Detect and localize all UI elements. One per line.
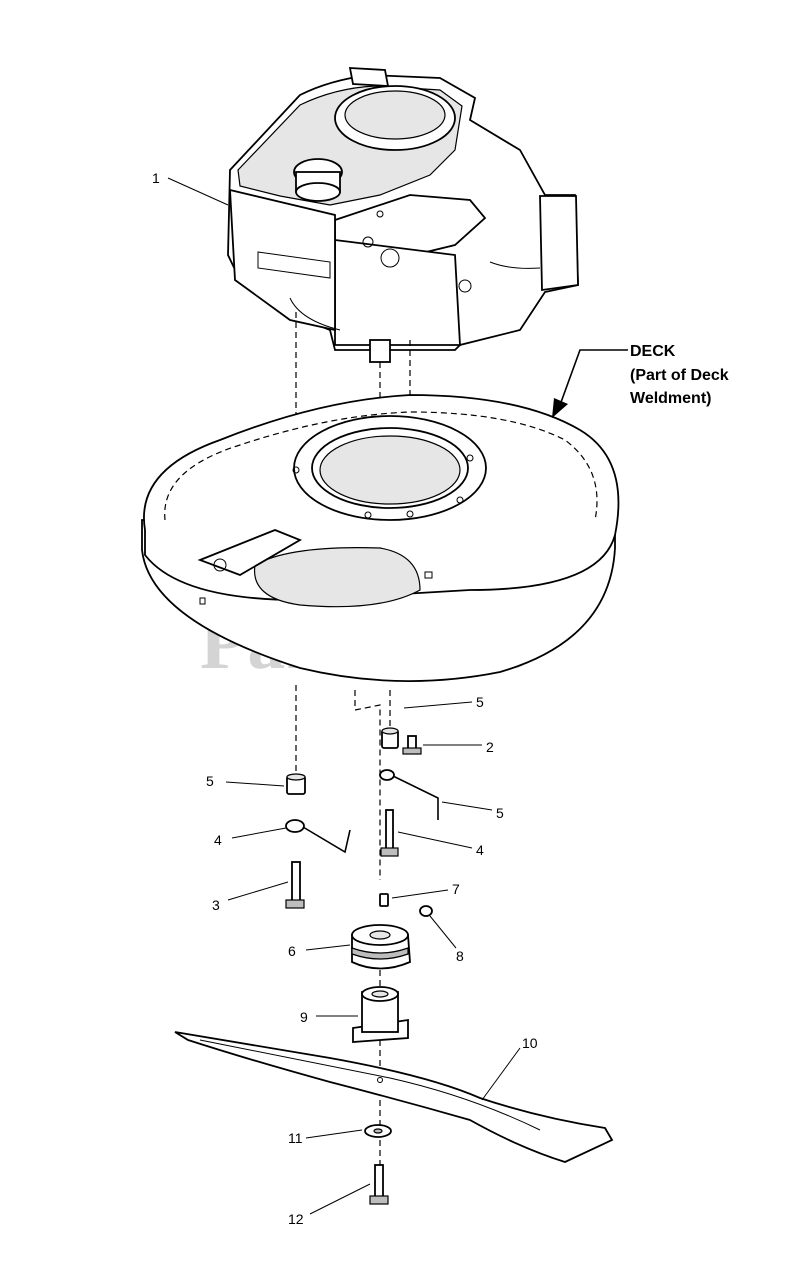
setscrew[interactable]: [419, 905, 433, 917]
deck-drawing[interactable]: [141, 394, 620, 682]
callout-4-left[interactable]: 4: [214, 832, 222, 848]
callout-6[interactable]: 6: [288, 943, 296, 959]
deck-label-line1: DECK: [630, 343, 676, 360]
callout-8[interactable]: 8: [456, 948, 464, 964]
callout-5-left[interactable]: 5: [206, 773, 214, 789]
blade[interactable]: [174, 1031, 614, 1163]
pulley[interactable]: [351, 924, 411, 970]
callout-4-right[interactable]: 5: [496, 805, 504, 821]
deck-label-line2: (Part of Deck: [630, 367, 729, 384]
bolt-left[interactable]: [285, 861, 305, 909]
washer[interactable]: [364, 1124, 392, 1138]
adapter[interactable]: [352, 986, 409, 1043]
callout-7[interactable]: 7: [452, 881, 460, 897]
callout-5-right[interactable]: 5: [476, 694, 484, 710]
callout-12[interactable]: 12: [288, 1211, 304, 1227]
callout-3-left[interactable]: 3: [212, 897, 220, 913]
callout-10[interactable]: 10: [522, 1035, 538, 1051]
key[interactable]: [379, 893, 389, 907]
bolt-right[interactable]: [380, 809, 399, 857]
bolt-right-top[interactable]: [402, 735, 422, 755]
spacer-right[interactable]: [381, 727, 399, 749]
callout-9[interactable]: 9: [300, 1009, 308, 1025]
bracket-left[interactable]: [285, 819, 351, 854]
callout-2[interactable]: 2: [486, 739, 494, 755]
bracket-right[interactable]: [379, 769, 439, 820]
callout-3-right[interactable]: 4: [476, 842, 484, 858]
deck-label-line3: Weldment): [630, 390, 711, 407]
callout-1[interactable]: 1: [152, 170, 160, 186]
blade-bolt[interactable]: [369, 1164, 389, 1205]
callout-11[interactable]: 11: [288, 1130, 303, 1146]
engine-drawing[interactable]: [227, 67, 579, 363]
spacer-left[interactable]: [286, 773, 306, 795]
leader-line-1: [167, 177, 229, 206]
